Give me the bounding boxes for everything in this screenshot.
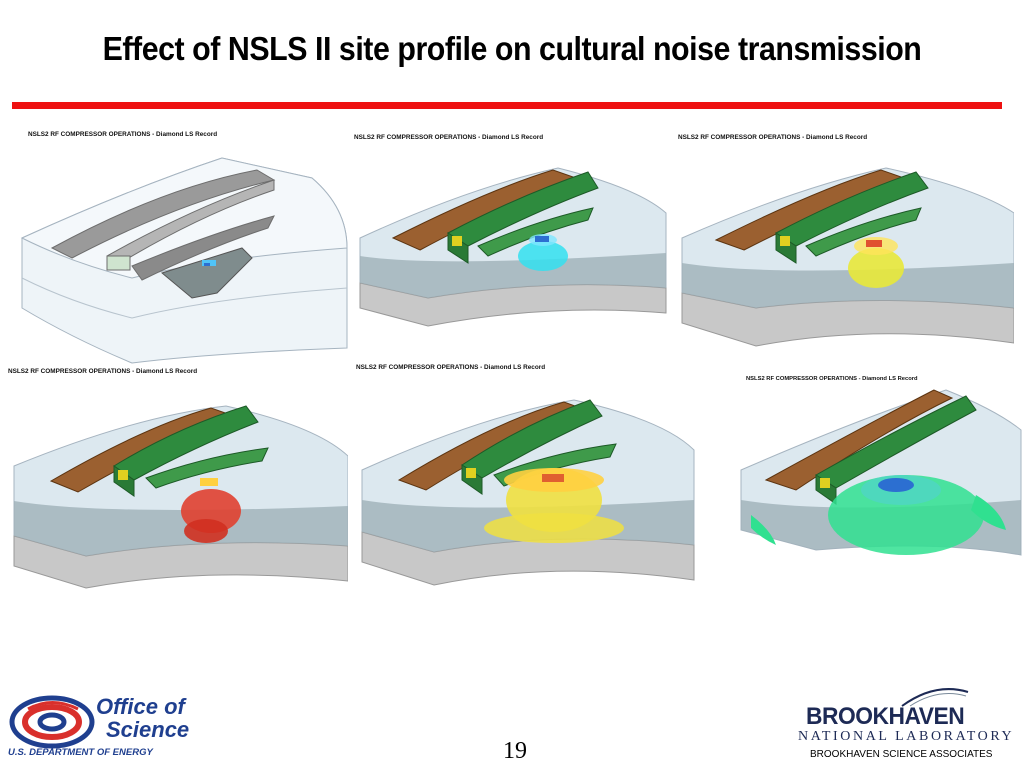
simulation-panel-3: NSLS2 RF COMPRESSOR OPERATIONS - Diamond… — [676, 128, 1014, 350]
doe-office-text: Office of — [96, 694, 185, 719]
fea-model-large-response — [361, 399, 695, 586]
panel-caption: NSLS2 RF COMPRESSOR OPERATIONS - Diamond… — [8, 368, 198, 375]
doe-office-of-science-logo — [9, 695, 95, 749]
simulation-panel-5: NSLS2 RF COMPRESSOR OPERATIONS - Diamond… — [354, 360, 698, 588]
fea-model-cyan-response — [359, 167, 667, 327]
panel-caption: NSLS2 RF COMPRESSOR OPERATIONS - Diamond… — [678, 134, 868, 141]
brookhaven-swoosh-icon — [901, 688, 969, 707]
fea-model-undeformed — [20, 157, 348, 364]
panel-caption: NSLS2 RF COMPRESSOR OPERATIONS - Diamond… — [354, 134, 544, 141]
panel-caption: NSLS2 RF COMPRESSOR OPERATIONS - Diamond… — [356, 364, 546, 371]
doe-science-text: Science — [106, 717, 190, 742]
brookhaven-associates-text: BROOKHAVEN SCIENCE ASSOCIATES — [810, 749, 993, 760]
doe-department-text: U.S. DEPARTMENT OF ENERGY — [8, 747, 153, 758]
simulation-panel-2: NSLS2 RF COMPRESSOR OPERATIONS - Diamond… — [348, 128, 668, 338]
panel-caption: NSLS2 RF COMPRESSOR OPERATIONS - Diamond… — [746, 376, 918, 382]
page-number: 19 — [503, 738, 527, 764]
brookhaven-name: BROOKHAVEN — [806, 703, 965, 730]
fea-model-yellow-response — [681, 167, 1014, 347]
fea-model-green-response — [740, 389, 1022, 556]
slide-title: Effect of NSLS II site profile on cultur… — [102, 30, 922, 67]
brookhaven-lab-text: NATIONAL LABORATORY — [798, 729, 1015, 744]
simulation-panel-4: NSLS2 RF COMPRESSOR OPERATIONS - Diamond… — [6, 366, 348, 590]
simulation-panel-1: NSLS2 RF COMPRESSOR OPERATIONS - Diamond… — [12, 128, 352, 368]
title-divider — [12, 102, 1002, 109]
fea-model-red-response — [13, 405, 348, 589]
panel-caption: NSLS2 RF COMPRESSOR OPERATIONS - Diamond… — [28, 131, 218, 138]
simulation-panel-6: NSLS2 RF COMPRESSOR OPERATIONS - Diamond… — [736, 370, 1024, 580]
